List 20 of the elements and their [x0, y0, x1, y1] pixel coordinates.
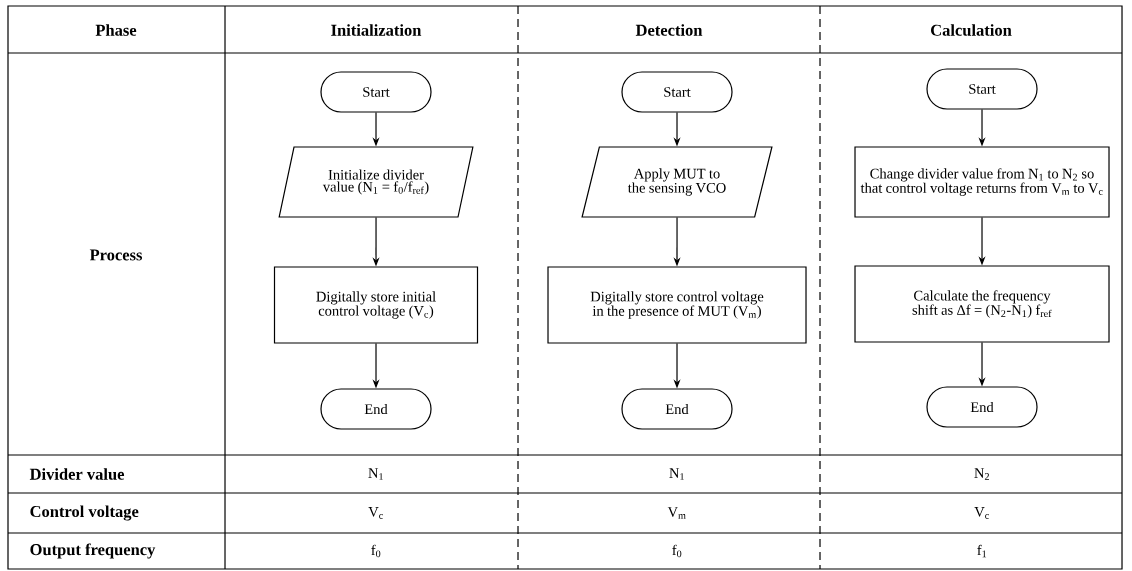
column-heading: Detection: [635, 24, 703, 36]
cell-value: V$_{c}$: [368, 507, 383, 519]
row-heading: Output frequency: [30, 543, 156, 559]
column-heading: Phase: [95, 24, 137, 36]
process-box: Digitally store initial control voltage (V$_{c}$): [273, 266, 479, 344]
column-heading: Initialization: [331, 24, 422, 36]
cell-value: V$_{c}$: [974, 507, 989, 519]
column-heading: Calculation: [931, 24, 1012, 36]
row-heading: Control voltage: [30, 505, 139, 521]
process-box: Change divider value from N$_{1}$ to N$_{2}$ so that control voltage returns from V$_{m}$ to V$_{c}$: [854, 146, 1110, 218]
input-parallelogram: Initialize divider value (N$_{1}$ = f$_{0}$/f$_{ref}$): [278, 146, 474, 218]
row-heading: Divider value: [29, 468, 125, 480]
row-heading: Process: [89, 249, 143, 261]
cell-value: V$_{m}$: [667, 507, 686, 519]
cell-value: f$_{0}$: [672, 544, 682, 558]
cell-value: f$_{0}$: [371, 544, 381, 558]
process-box: Digitally store control voltage in the presence of MUT (V$_{m}$): [547, 266, 807, 344]
input-parallelogram: Apply MUT to the sensing VCO: [581, 146, 773, 218]
process-box: Calculate the frequency shift as Δf = (N$_{2}$-N$_{1}$) f$_{ref}$: [854, 265, 1110, 343]
cell-value: f$_{1}$: [977, 544, 987, 558]
